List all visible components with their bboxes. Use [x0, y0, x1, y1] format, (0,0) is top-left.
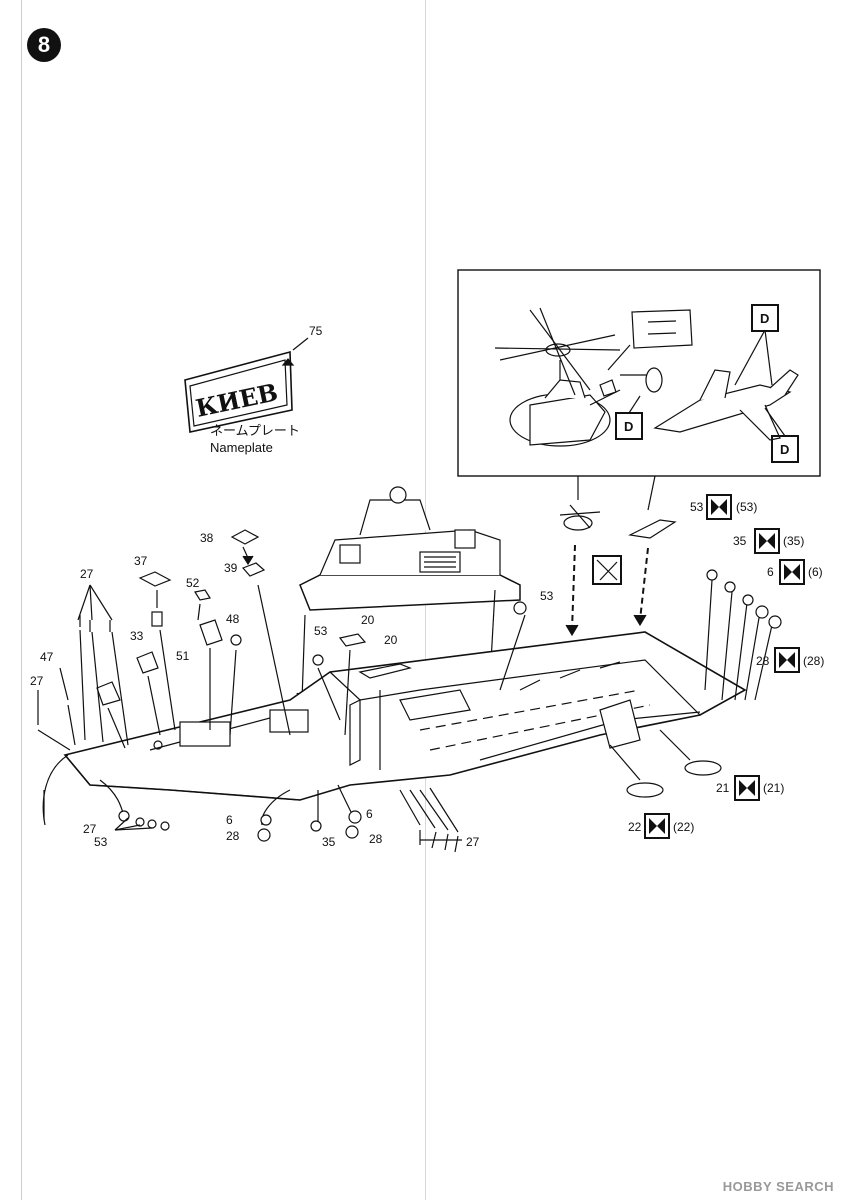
decal-num-6: 6	[767, 565, 774, 579]
decal-paren-22: (22)	[673, 820, 695, 834]
decal-num-53: 53	[690, 500, 704, 514]
part-number-27: 27	[83, 822, 97, 836]
step-number-badge: 8	[27, 28, 61, 62]
decal-paren-21: (21)	[763, 781, 785, 795]
jet-inset-drawing	[653, 369, 799, 441]
part-number-51: 51	[176, 649, 190, 663]
small-parts-cluster	[79, 529, 527, 706]
part-number-75: 75	[309, 324, 323, 338]
part-number-28: 28	[369, 832, 383, 846]
part-number-35: 35	[322, 835, 336, 849]
part-number-20: 20	[384, 633, 398, 647]
nameplate-part: КИЕВ	[184, 337, 309, 433]
part-22-drawing	[626, 782, 664, 798]
part-number-47: 47	[40, 650, 54, 664]
decal-num-21: 21	[716, 781, 730, 795]
decal-num-22: 22	[628, 820, 642, 834]
part-21-drawing	[684, 760, 722, 776]
decal-d-label: D	[780, 442, 790, 457]
island-superstructure-drawing	[299, 486, 521, 611]
page-edge-line	[21, 0, 22, 1200]
part-number-6: 6	[366, 807, 373, 821]
part-number-37: 37	[134, 554, 148, 568]
decal-paren-35: (35)	[783, 534, 805, 548]
part-number-38: 38	[200, 531, 214, 545]
watermark: HOBBY SEARCH	[722, 1179, 834, 1194]
decal-paren-28: (28)	[803, 654, 825, 668]
nameplate-label-en: Nameplate	[210, 440, 273, 455]
part-number-39: 39	[224, 561, 238, 575]
decal-d-label: D	[624, 419, 634, 434]
part-number-33: 33	[130, 629, 144, 643]
decal-num-35: 35	[733, 534, 747, 548]
decal-num-28: 28	[756, 654, 770, 668]
part-number-20: 20	[361, 613, 375, 627]
part-number-53: 53	[314, 624, 328, 638]
decal-d-label: D	[760, 311, 770, 326]
decal-paren-6: (6)	[808, 565, 823, 579]
small-helicopter-drawing	[559, 504, 601, 531]
no-glue-icon	[592, 555, 622, 585]
part-number-53: 53	[94, 835, 108, 849]
part-number-52: 52	[186, 576, 200, 590]
part-number-48: 48	[226, 612, 240, 626]
part-number-27: 27	[80, 567, 94, 581]
decal-paren-53: (53)	[736, 500, 758, 514]
part-number-53: 53	[540, 589, 554, 603]
carrier-hull-drawing	[63, 631, 747, 801]
nameplate-label-ja: ネームプレート	[210, 423, 300, 438]
part-number-27: 27	[30, 674, 44, 688]
part-number-6: 6	[226, 813, 233, 827]
helicopter-inset-drawing	[494, 307, 693, 447]
part-number-28: 28	[226, 829, 240, 843]
part-number-27: 27	[466, 835, 480, 849]
aircraft-inset-box	[457, 269, 821, 477]
small-jet-drawing	[628, 519, 677, 539]
